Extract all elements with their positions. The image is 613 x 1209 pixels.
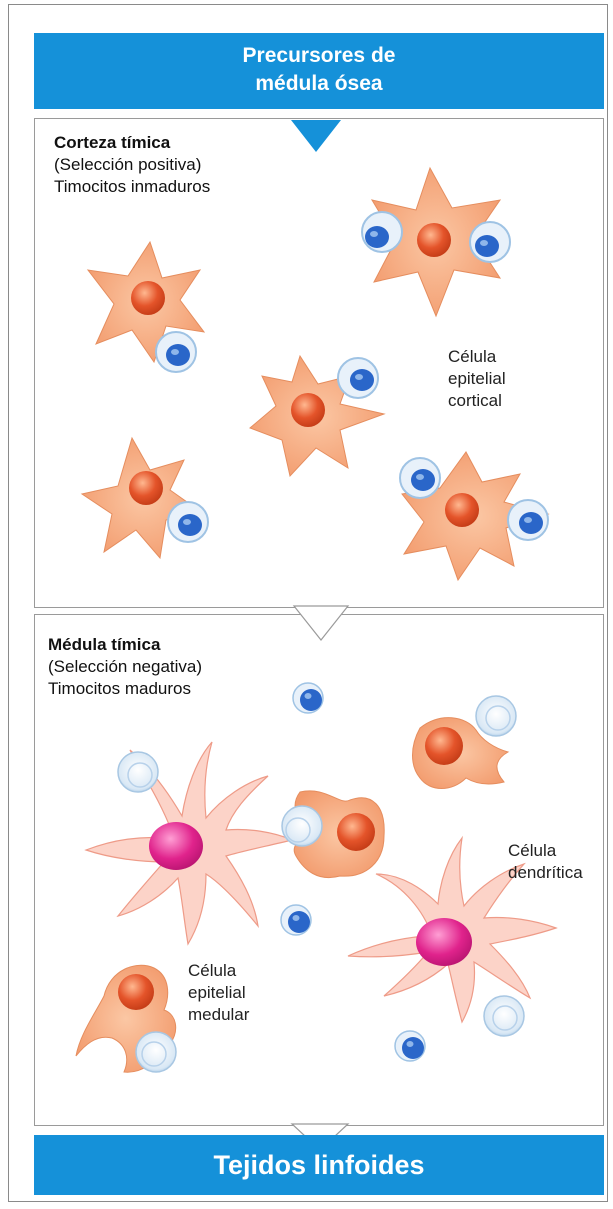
- dendritic-cell-label: Célula dendrítica: [508, 840, 583, 884]
- medulla-thymocytes: Timocitos maduros: [48, 678, 202, 700]
- bone-marrow-precursors-banner: Precursores de médula ósea: [34, 33, 604, 109]
- medulla-title: Médula tímica: [48, 634, 202, 656]
- label-line: cortical: [448, 390, 506, 412]
- medulla-selection: (Selección negativa): [48, 656, 202, 678]
- label-line: Célula: [188, 960, 249, 982]
- lymphoid-tissues-banner: Tejidos linfoides: [34, 1135, 604, 1195]
- cortex-thymocytes: Timocitos inmaduros: [54, 176, 210, 198]
- banner-line-1: Precursores de: [34, 42, 604, 70]
- label-line: Célula: [448, 346, 506, 368]
- cortex-heading: Corteza tímica (Selección positiva) Timo…: [54, 132, 210, 198]
- cortex-selection: (Selección positiva): [54, 154, 210, 176]
- medulla-heading: Médula tímica (Selección negativa) Timoc…: [48, 634, 202, 700]
- label-line: epitelial: [448, 368, 506, 390]
- label-line: medular: [188, 1004, 249, 1026]
- cortex-title: Corteza tímica: [54, 132, 210, 154]
- label-line: Célula: [508, 840, 583, 862]
- label-line: epitelial: [188, 982, 249, 1004]
- banner-line-2: médula ósea: [34, 70, 604, 98]
- cortical-epithelial-label: Célula epitelial cortical: [448, 346, 506, 412]
- medullary-epithelial-label: Célula epitelial medular: [188, 960, 249, 1026]
- label-line: dendrítica: [508, 862, 583, 884]
